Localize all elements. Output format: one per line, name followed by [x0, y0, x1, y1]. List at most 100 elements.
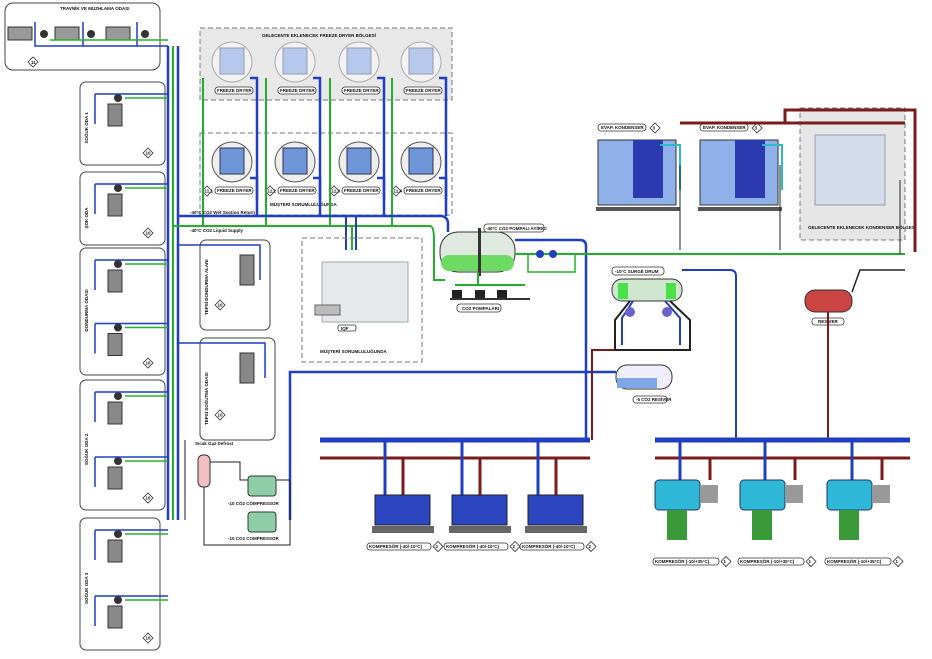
high-stage-compressor: KOMPRESÖR (-10/+35°C) 1 — [652, 440, 732, 568]
liquid-supply-header — [173, 225, 445, 281]
compressor-motor — [872, 485, 890, 503]
tag-number: 11.4 — [394, 189, 403, 194]
oil-separator — [839, 510, 859, 540]
side-room-label: TEPSİ DONDURMA ALANI — [203, 259, 209, 315]
freeze-dryer-tag — [277, 186, 317, 195]
suction-branch — [94, 259, 168, 290]
compressor-skid — [525, 526, 587, 533]
water-loop — [762, 144, 783, 190]
hot-gas-defrost-label: Sıcak Gaz Defrost — [195, 441, 234, 446]
tag-number: 2 — [589, 544, 592, 549]
separator-label: -40°C CO2 POMPALI AYIRICI — [486, 226, 547, 231]
evaporator-coil — [107, 103, 123, 127]
tag-diamond — [142, 227, 154, 239]
suction-branch — [94, 93, 168, 124]
freeze-dryer-shelves — [408, 47, 434, 75]
tag-diamond — [892, 555, 904, 568]
receiver-hot-gas-line — [591, 349, 615, 440]
compressor-tag — [519, 542, 585, 551]
freeze-dryer-tag — [341, 86, 381, 95]
valve-icon — [536, 250, 544, 258]
side-room-label: TEPSİ SOĞUTMA ODASI — [202, 372, 209, 425]
future-condenser-label: GELECENTE EKLENECEK KONDENSER BÖLGESİ — [808, 224, 916, 230]
evaporator-unit — [105, 26, 149, 41]
compressor-motor — [785, 485, 803, 503]
suction-branch — [178, 244, 261, 280]
tunnel-suction-branch — [345, 216, 357, 250]
cold-room: SOĞUK ODA 210 — [79, 379, 168, 511]
future-condenser-zone: GELECENTE EKLENECEK KONDENSER BÖLGESİ — [799, 107, 916, 241]
freeze-dryer-shelves — [219, 47, 245, 75]
tag-number: 2 — [436, 544, 439, 549]
compressor-body — [739, 479, 786, 511]
freeze-dryer-tag — [341, 186, 381, 195]
freeze-dryer-label: FREEZE DRYER — [217, 88, 252, 93]
freeze-dryer-label: FREEZE DRYER — [406, 88, 441, 93]
screw-compressor: KOMPRESÖR (-40/-10°C)2 — [443, 440, 521, 553]
tag-diamond — [201, 185, 213, 197]
freeze-dryer-shelves — [219, 147, 245, 175]
tag-diamond — [751, 122, 763, 134]
freeze-dryer: FREEZE DRYER — [391, 41, 448, 100]
oil-separator — [752, 510, 772, 540]
suction-branch — [94, 391, 168, 422]
condenser-tag — [597, 123, 647, 132]
cold-room-label: ŞOK ODA — [84, 207, 89, 229]
compressor-label: KOMPRESÖR (-40/-10°C) — [522, 543, 576, 549]
wet-suction-header — [178, 214, 450, 232]
oil-separator — [667, 510, 687, 540]
valve-icon — [549, 250, 557, 258]
compressor-label: KOMPRESÖR (-10/+35°C) — [655, 558, 710, 564]
tag-number: 1 — [724, 559, 727, 564]
tag-number: 11.3 — [332, 189, 341, 194]
customer-tunnel-label: MÜŞTERİ SORUMLULUĞUNDA — [320, 347, 387, 354]
surge-drum: -10°C SURGE DRUM — [611, 266, 691, 351]
compressor-body — [451, 494, 508, 526]
tag-number: 10 — [218, 413, 224, 418]
valve-station-icon — [114, 94, 122, 102]
compressor-skid — [449, 526, 511, 533]
evaporator-coil — [107, 269, 123, 293]
tag-diamond — [649, 122, 661, 134]
receiver-feed-line — [288, 370, 616, 520]
cold-room-frame — [79, 247, 166, 376]
valve-station-icon — [114, 392, 122, 400]
tag-diamond — [264, 185, 276, 197]
main-risers — [166, 46, 186, 520]
tag-number: 11.2 — [268, 189, 277, 194]
high-stage-compressor: KOMPRESÖR (-10/+35°C)1 — [737, 440, 817, 568]
side-room-frame — [199, 337, 276, 441]
suction-branch — [94, 595, 168, 626]
evaporator-unit — [7, 26, 48, 41]
co2-compressor — [247, 511, 277, 533]
tag-diamond — [142, 357, 154, 369]
evaporator-coil — [107, 466, 123, 490]
evaporator-coil — [107, 333, 123, 356]
tag-diamond — [805, 555, 817, 568]
co2-pumps: CO2 POMPALARI — [450, 272, 530, 313]
evaporator-coil — [107, 539, 123, 563]
tag-diamond — [214, 409, 226, 421]
co2-compressor-set: Sıcak Gaz Defrost -10 CO2 COMPRESSOR -10… — [195, 441, 291, 546]
freeze-dryer-tag — [403, 186, 443, 195]
freeze-dryer-tag — [277, 86, 317, 95]
freeze-dryer-label: FREEZE DRYER — [344, 88, 379, 93]
condensate-lines — [679, 165, 901, 254]
compressor-body — [826, 479, 873, 511]
compressor-label: KOMPRESÖR (-40/-10°C) — [446, 543, 500, 549]
compressor-tag — [366, 542, 432, 551]
cold-room-label: SOĞUK ODA 2 — [82, 433, 89, 465]
tag-diamond — [142, 632, 154, 644]
tag-diamond — [328, 185, 340, 197]
suction-branch — [94, 529, 168, 560]
evaporator-coil — [239, 352, 255, 384]
compressor-skid — [372, 526, 434, 533]
tag-diamond — [142, 147, 154, 159]
valve-station-icon — [114, 323, 122, 332]
